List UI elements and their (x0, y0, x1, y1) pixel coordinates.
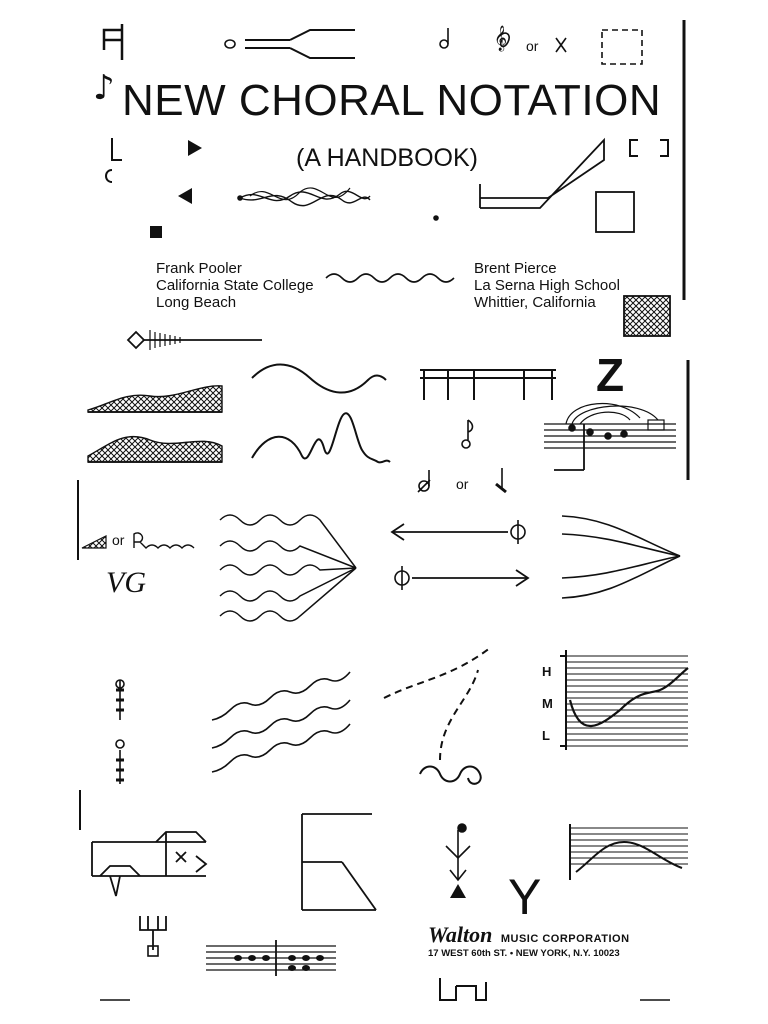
publisher-address: 17 WEST 60th ST. • NEW YORK, N.Y. 10023 (428, 948, 620, 959)
author-affiliation: California State College (156, 277, 314, 294)
publisher-corporation: MUSIC CORPORATION (500, 933, 630, 945)
vg-symbol: VG (106, 566, 146, 599)
author-affiliation-location: Whittier, California (474, 294, 596, 311)
author-affiliation: La Serna High School (474, 277, 620, 294)
or-label: or (526, 38, 539, 54)
play-triangle-icon (188, 140, 202, 156)
dashed-box (601, 29, 643, 65)
hook-symbol (102, 24, 124, 60)
author-block-1: Frank Pooler California State College Lo… (156, 260, 314, 311)
y-symbol: Y (508, 869, 542, 925)
treble-clef-icon: 𝄞 (494, 26, 508, 51)
tuning-fork-symbol (245, 29, 355, 59)
publisher-block: Walton MUSIC CORPORATION (428, 922, 630, 948)
page-title: NEW CHORAL NOTATION (122, 76, 662, 125)
quarter-note-icon: ♪ (93, 68, 115, 108)
pitch-level-high: H (542, 664, 552, 679)
z-symbol: Z (596, 349, 625, 401)
bracket-icon (629, 139, 669, 157)
or-label: or (456, 476, 469, 492)
or-label: or (112, 532, 125, 548)
crosshatch-box-icon (623, 295, 671, 337)
pitch-level-low: L (542, 728, 550, 743)
author-name: Frank Pooler (156, 260, 242, 277)
author-name: Brent Pierce (474, 260, 557, 277)
publisher-logo: Walton (428, 922, 493, 947)
pitch-level-mid: M (542, 696, 553, 711)
author-affiliation-location: Long Beach (156, 294, 237, 311)
page-subtitle: (A HANDBOOK) (296, 144, 478, 172)
author-block-2: Brent Pierce La Serna High School Whitti… (474, 260, 620, 311)
